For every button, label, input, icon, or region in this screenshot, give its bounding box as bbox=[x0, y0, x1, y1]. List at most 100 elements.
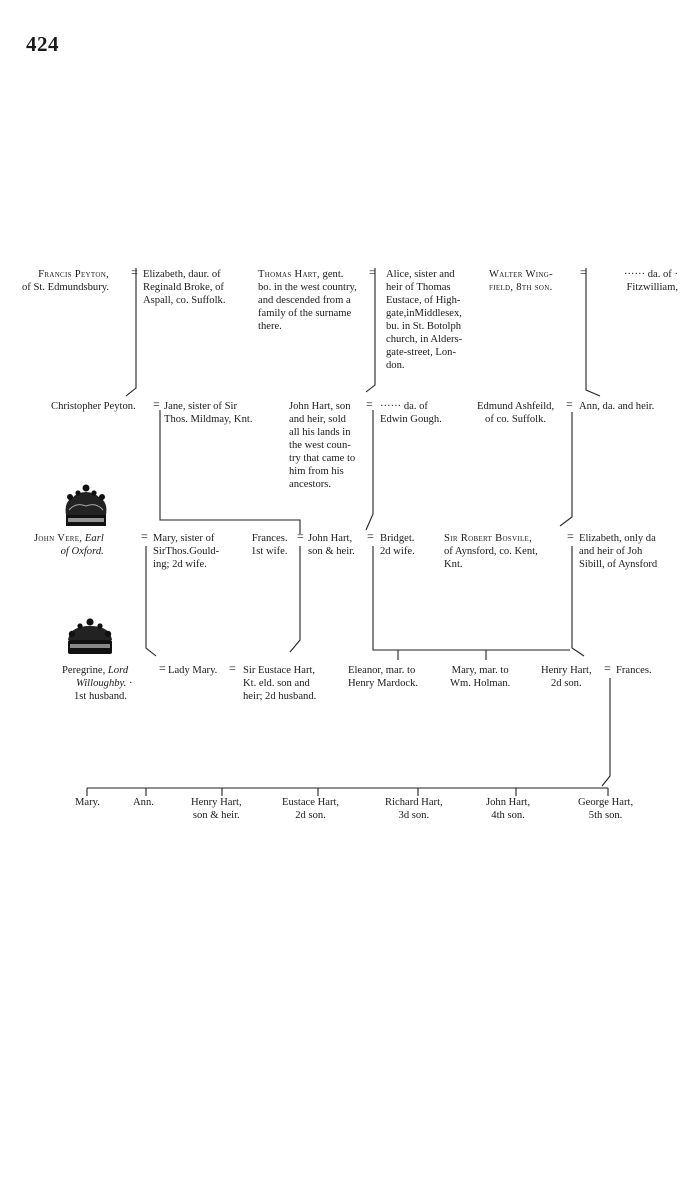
text-line: Elizabeth, only da bbox=[579, 533, 656, 544]
fitzwilliam: ······ da. of · Fitzwilliam, bbox=[592, 268, 678, 294]
marriage-sign: = bbox=[367, 529, 374, 543]
line-bosvile-frances bbox=[571, 546, 585, 657]
robert-bosvile-name: Sir Robert Bosvile, bbox=[444, 533, 533, 544]
text-line: gent. bbox=[319, 269, 344, 280]
mary-holman: Mary, mar. to Wm. Holman. bbox=[450, 664, 510, 690]
line-frances-to-eustace bbox=[289, 546, 301, 653]
text-line: church, in Alders- bbox=[386, 334, 463, 345]
text-line: Mary, mar. to bbox=[451, 665, 509, 676]
child-note: 4th son. bbox=[491, 810, 525, 821]
text-line: 2d wife. bbox=[380, 546, 415, 557]
frances-wife: Frances. bbox=[616, 665, 652, 676]
marriage-sign: = bbox=[229, 661, 236, 675]
jane-mildmay: Jane, sister of Sir Thos. Mildmay, Knt. bbox=[164, 400, 252, 426]
marriage-sign: = bbox=[297, 529, 304, 543]
text-line: him from his bbox=[289, 466, 344, 477]
mary-goulding: Mary, sister of SirThos.Gould- ing; 2d w… bbox=[153, 532, 219, 571]
child-name: Eustace Hart, bbox=[282, 797, 340, 808]
text-line: Frances. bbox=[251, 533, 288, 544]
text-line: and heir of Joh bbox=[579, 546, 643, 557]
text-line: Eleanor, mar. to bbox=[348, 665, 416, 676]
text-line: Mary, sister of bbox=[153, 533, 215, 544]
text-line: bo. in the west country, bbox=[258, 282, 357, 293]
child-note: 3d son. bbox=[398, 810, 430, 821]
child-name: Mary. bbox=[75, 797, 100, 808]
text-line: Elizabeth, daur. of bbox=[143, 269, 221, 280]
text-line: SirThos.Gould- bbox=[153, 546, 220, 557]
text-line: Henry Hart, bbox=[541, 665, 592, 676]
child-note: 2d son. bbox=[295, 810, 326, 821]
marriage-sign: = bbox=[369, 265, 376, 279]
walter-wingfield-note: field, 8th son. bbox=[489, 282, 553, 293]
text-line: 1st wife. bbox=[251, 546, 288, 557]
john-hart-heir: John Hart, son & heir. bbox=[308, 532, 355, 558]
line-hart-gough bbox=[365, 410, 374, 531]
child-note: son & heir. bbox=[192, 810, 240, 821]
text-line: Bridget. bbox=[380, 533, 415, 544]
walter-wingfield-name: Walter Wing- bbox=[489, 269, 553, 280]
text-line: of Aynsford, co. Kent, bbox=[444, 546, 538, 557]
line-ashfeild bbox=[559, 412, 573, 527]
text-line: Wm. Holman. bbox=[450, 678, 511, 689]
text-line: of co. Suffolk. bbox=[485, 414, 547, 425]
text-line: Aspall, co. Suffolk. bbox=[143, 295, 226, 306]
text-line: 2d son. bbox=[551, 678, 582, 689]
lady-mary: Lady Mary. bbox=[168, 665, 218, 676]
text-line: Eustace, of High- bbox=[386, 295, 461, 306]
text-line: ing; 2d wife. bbox=[153, 559, 207, 570]
text-line: Reginald Broke, of bbox=[143, 282, 224, 293]
child-eustace-hart: Eustace Hart, 2d son. bbox=[282, 796, 339, 822]
text-line: don. bbox=[386, 360, 405, 371]
text-line: Thos. Mildmay, Knt. bbox=[164, 414, 253, 425]
text-line: Lord bbox=[107, 665, 129, 676]
line-vere-to-lady-mary bbox=[145, 546, 157, 657]
text-line: Willoughby. bbox=[76, 678, 127, 689]
text-line: son & heir. bbox=[308, 546, 355, 557]
text-line: Henry Mardock. bbox=[348, 678, 419, 689]
marriage-sign: = bbox=[159, 661, 166, 675]
marriage-sign: = bbox=[567, 529, 574, 543]
text-line: Edwin Gough. bbox=[380, 414, 442, 425]
edmund-ashfeild: Edmund Ashfeild, of co. Suffolk. bbox=[477, 400, 554, 426]
thomas-hart: Thomas Hart, gent. bo. in the west count… bbox=[258, 268, 357, 333]
line-peyton-descent bbox=[125, 278, 137, 397]
child-mary: Mary. bbox=[75, 796, 100, 809]
text-line: Edmund Ashfeild, bbox=[477, 401, 555, 412]
child-henry-hart: Henry Hart, son & heir. bbox=[191, 796, 242, 822]
christopher-peyton: Christopher Peyton. bbox=[51, 401, 136, 412]
line-henry-children bbox=[601, 678, 611, 787]
page-number: 424 bbox=[26, 32, 59, 56]
text-line: the west coun- bbox=[289, 440, 351, 451]
text-line: heir of Thomas bbox=[386, 282, 451, 293]
child-note: 5th son. bbox=[588, 810, 623, 821]
text-line: all his lands in bbox=[289, 427, 351, 438]
francis-peyton: Francis Peyton, of St. Edmundsbury. bbox=[22, 268, 109, 294]
child-name: John Hart, bbox=[486, 797, 531, 808]
sir-eustace-hart: Sir Eustace Hart, Kt. eld. son and heir;… bbox=[243, 664, 316, 703]
elizabeth-broke: Elizabeth, daur. of Reginald Broke, of A… bbox=[143, 268, 226, 307]
john-vere: John Vere, Earl of Oxford. bbox=[34, 532, 104, 558]
alice-eustace: Alice, sister and heir of Thomas Eustace… bbox=[386, 268, 462, 372]
marriage-sign: = bbox=[141, 529, 148, 543]
walter-wingfield: Walter Wing- field, 8th son. bbox=[489, 268, 553, 294]
child-john-hart: John Hart, 4th son. bbox=[486, 796, 530, 822]
child-name: George Hart, bbox=[578, 797, 634, 808]
child-ann: Ann. bbox=[133, 796, 154, 809]
text-line: John Hart, bbox=[308, 533, 353, 544]
child-richard-hart: Richard Hart, 3d son. bbox=[385, 796, 443, 822]
text-line: gate,inMiddlesex, bbox=[386, 308, 462, 319]
text-line: family of the surname bbox=[258, 308, 352, 319]
text-line: there. bbox=[258, 321, 282, 332]
text-line: ······ da. of bbox=[380, 401, 428, 412]
text-line: ancestors. bbox=[289, 479, 332, 490]
line-bridget-children bbox=[372, 546, 570, 651]
peregrine-willoughby: Peregrine, Lord Willoughby. · 1st husban… bbox=[62, 665, 133, 702]
text-line: and descended from a bbox=[258, 295, 351, 306]
frances-first-wife: Frances. 1st wife. bbox=[251, 532, 287, 558]
henry-hart-second-son: Henry Hart, 2d son. bbox=[541, 664, 592, 690]
text-line: Kt. eld. son and bbox=[243, 678, 310, 689]
child-george-hart: George Hart, 5th son. bbox=[578, 796, 633, 822]
text-line: ······ da. of · bbox=[623, 269, 678, 280]
text-line: Sir Eustace Hart, bbox=[243, 665, 316, 676]
